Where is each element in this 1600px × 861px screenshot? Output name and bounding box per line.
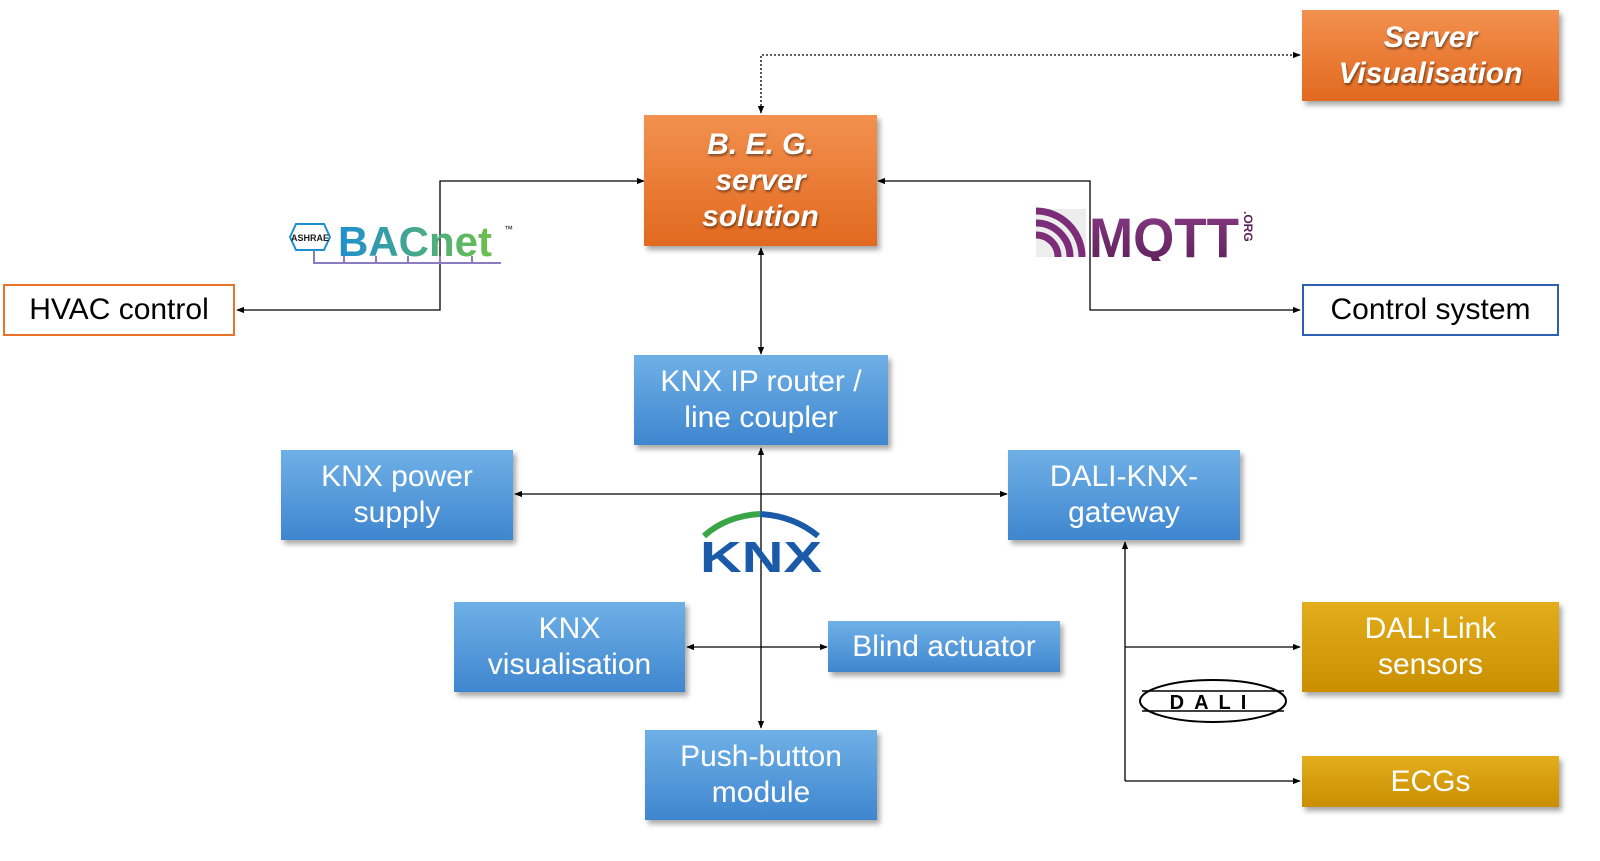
dali-knx-gateway-line-2: gateway [1068,496,1180,529]
push-button-module-line-2: module [711,776,811,809]
control-system-label: Control system [1330,293,1531,326]
bacnet-trademark: ™ [504,224,513,234]
knx-wordmark: KNX [700,533,822,578]
mqtt-org-suffix: .ORG [1241,211,1255,242]
ashrae-badge-text: ASHRAE [291,233,329,243]
ecgs-box: ECGs [1302,756,1559,807]
beg-server-line-3: solution [702,199,819,233]
mqtt-logo: MQTT .ORG [1035,206,1255,261]
mqtt-wordmark: MQTT [1089,206,1239,261]
bacnet-network-lines [313,250,501,264]
knx-ip-router-box: KNX IP router / line coupler [634,355,888,445]
knx-arc-blue [759,511,820,539]
mqtt-signal-icon [1035,207,1086,258]
knx-arc-green [701,511,761,539]
beg-server-line-1: B. E. G. [707,127,814,161]
connector-hvac-server [236,177,645,314]
beg-server-solution-box: B. E. G. server solution [644,115,877,246]
bacnet-wordmark: BACnet [338,218,492,265]
connector-control-server [877,177,1301,314]
server-visualisation-line-2: Visualisation [1338,56,1523,90]
bacnet-logo: ASHRAE BACnet ™ [288,218,513,265]
knx-visualisation-box: KNX visualisation [454,602,685,692]
push-button-module-line-1: Push-button [680,740,842,773]
knx-ip-router-line-1: KNX IP router / [660,365,862,398]
server-visualisation-line-1: Server [1383,20,1478,54]
knx-visualisation-line-1: KNX [538,612,601,645]
knx-visualisation-line-2: visualisation [487,648,652,681]
dali-knx-gateway-line-1: DALI-KNX- [1049,460,1199,493]
knx-logo: KNX [700,511,822,578]
server-visualisation-box: Server Visualisation [1302,10,1559,101]
dali-link-sensors-line-1: DALI-Link [1364,612,1497,645]
dali-band [1150,691,1276,711]
dali-link-sensors-box: DALI-Link sensors [1302,602,1559,692]
hvac-control-box: HVAC control [3,284,235,336]
dali-knx-gateway-box: DALI-KNX- gateway [1008,450,1240,540]
dali-logo: DALI [1139,679,1287,723]
blind-actuator-box: Blind actuator [828,621,1060,672]
knx-power-supply-box: KNX power supply [281,450,513,540]
beg-server-line-2: server [715,163,806,197]
knx-ip-router-line-2: line coupler [684,401,838,434]
knx-power-supply-line-2: supply [353,496,441,529]
knx-power-supply-line-1: KNX power [321,460,473,493]
dali-wordmark: DALI [1170,692,1257,714]
blind-actuator-label: Blind actuator [852,629,1036,663]
ecgs-label: ECGs [1390,764,1471,798]
ashrae-badge-icon [288,223,332,251]
connector-visualisation-server [757,51,1301,114]
dali-link-sensors-line-2: sensors [1377,648,1484,681]
control-system-box: Control system [1302,284,1559,336]
hvac-control-label: HVAC control [29,293,209,326]
push-button-module-box: Push-button module [645,730,877,820]
